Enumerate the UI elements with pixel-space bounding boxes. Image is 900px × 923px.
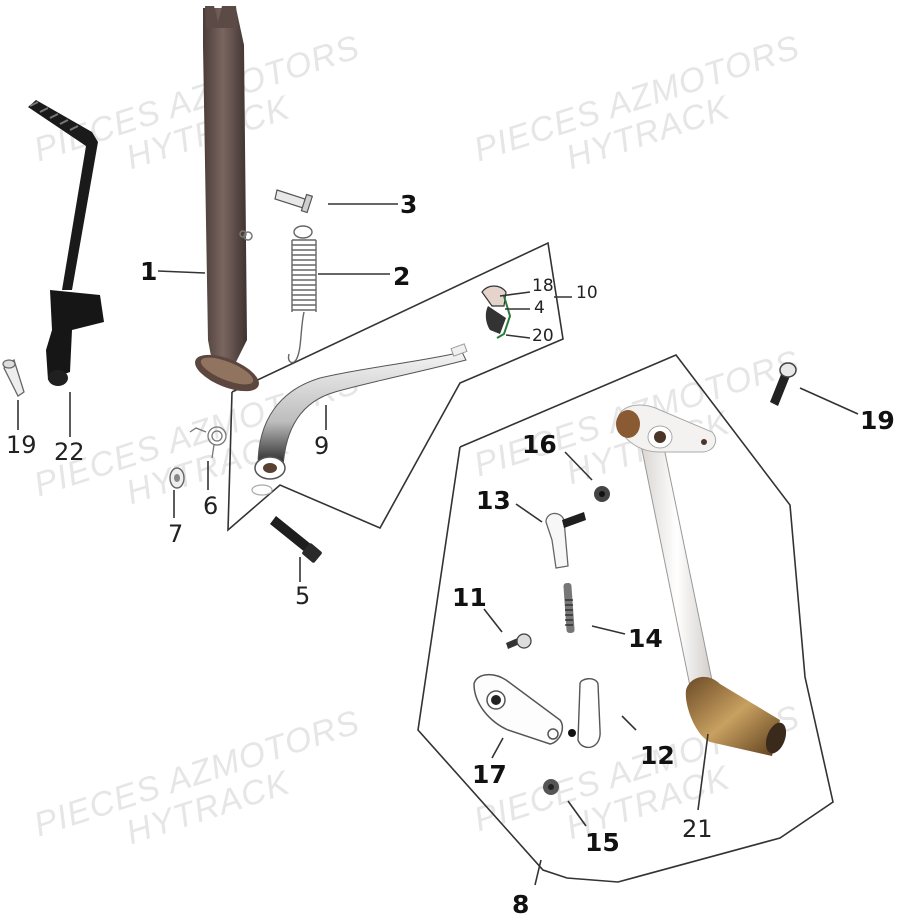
shift-pedal-part-21 bbox=[616, 404, 787, 756]
group-frame-8 bbox=[417, 354, 834, 883]
callout-label-3: 3 bbox=[400, 190, 418, 219]
callout-label-8: 8 bbox=[512, 890, 530, 919]
bolt-part-19-right bbox=[770, 362, 797, 406]
group-frame-9-10 bbox=[227, 241, 564, 532]
spring-part-2 bbox=[287, 225, 317, 364]
rod-end-part-13 bbox=[545, 512, 586, 569]
arm-part-9 bbox=[251, 343, 468, 496]
callout-label-9: 9 bbox=[314, 432, 330, 460]
callout-label-19b: 19 bbox=[860, 406, 895, 435]
bolt-part-3 bbox=[274, 189, 314, 214]
nut-part-16 bbox=[594, 486, 610, 502]
callout-label-20: 20 bbox=[532, 326, 554, 346]
callout-label-4: 4 bbox=[534, 298, 545, 318]
nut-part-7 bbox=[169, 467, 185, 489]
callout-label-15: 15 bbox=[585, 828, 620, 857]
callout-label-5: 5 bbox=[295, 582, 311, 610]
callout-label-2: 2 bbox=[393, 262, 411, 291]
leader-lines bbox=[17, 203, 859, 886]
callout-label-11: 11 bbox=[452, 583, 487, 612]
callout-label-16: 16 bbox=[522, 430, 557, 459]
kick-lever-part-22 bbox=[28, 100, 104, 386]
coil-part-6 bbox=[189, 426, 227, 459]
nut-part-15 bbox=[543, 779, 559, 795]
callout-label-22: 22 bbox=[54, 438, 85, 466]
pin-cluster-parts-18-4-20 bbox=[481, 285, 512, 339]
bolt-part-19-left bbox=[2, 358, 25, 397]
callout-label-1: 1 bbox=[140, 257, 158, 286]
shift-arm-part-17 bbox=[473, 673, 564, 745]
callout-label-14: 14 bbox=[628, 624, 663, 653]
callout-label-13: 13 bbox=[476, 486, 511, 515]
callout-label-17: 17 bbox=[472, 760, 507, 789]
side-stand-part-1 bbox=[195, 6, 259, 392]
callout-label-6: 6 bbox=[203, 492, 219, 520]
bolt-part-11 bbox=[506, 633, 532, 649]
joint-part-12 bbox=[568, 678, 601, 749]
callout-label-21: 21 bbox=[682, 815, 713, 843]
callout-label-7: 7 bbox=[168, 520, 184, 548]
bolt-part-5 bbox=[270, 516, 322, 563]
callout-label-19a: 19 bbox=[6, 431, 37, 459]
callout-label-18: 18 bbox=[532, 276, 554, 296]
threaded-rod-part-14 bbox=[563, 582, 575, 634]
callout-label-10: 10 bbox=[576, 283, 598, 303]
callout-label-12: 12 bbox=[640, 741, 675, 770]
